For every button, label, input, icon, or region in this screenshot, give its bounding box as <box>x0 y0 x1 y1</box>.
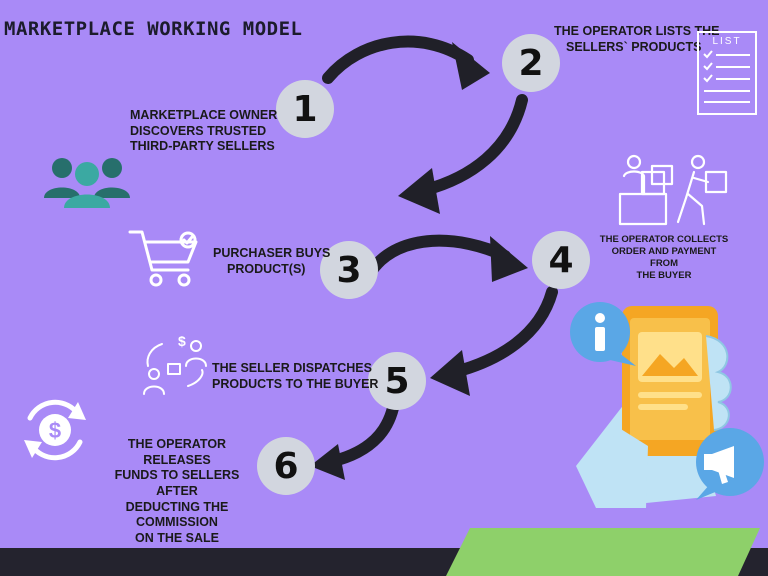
arrowhead-5 <box>310 444 345 480</box>
delivery-workers-icon <box>618 154 728 226</box>
step-3-line: product(s) <box>227 261 306 276</box>
step-6-number: 6 <box>257 437 315 495</box>
arrowhead-4 <box>430 350 470 396</box>
step-6-text: The operator releases funds to sellers a… <box>98 437 256 546</box>
step-3-number: 3 <box>320 241 378 299</box>
arrow-3-to-4 <box>366 234 511 276</box>
dollar-cycle-icon: $ <box>24 399 86 461</box>
diagram-title: MARKETPLACE WORKING MODEL <box>4 18 303 40</box>
step-6-line: on the sale <box>134 530 220 545</box>
step-2-text: The operator lists the sellers` products <box>554 24 720 55</box>
info-bubble-icon <box>570 302 636 366</box>
step-4-number: 4 <box>532 231 590 289</box>
step-4-line: the buyer <box>636 269 692 281</box>
step-6-line: deducting the commission <box>125 499 229 530</box>
step-2-number: 2 <box>502 34 560 92</box>
arrowhead-2 <box>398 168 440 214</box>
step-5-text: The seller dispatches products to the bu… <box>212 361 378 392</box>
step-1-line: Marketplace owner <box>130 108 278 122</box>
step-2-line: sellers` products <box>566 39 702 54</box>
step-4-line: The operator collects <box>599 234 729 245</box>
arrow-4-to-5 <box>449 286 558 378</box>
step-1-line: third-party sellers <box>130 139 275 154</box>
step-3-line: Purchaser buys <box>213 246 331 260</box>
step-4-text: The operator collects order and payment … <box>599 234 729 282</box>
phone-hand-icon <box>576 306 732 508</box>
step-5-line: products to the buyer <box>212 376 379 391</box>
users-group-icon <box>44 158 130 208</box>
step-6-line: funds to sellers after <box>114 468 240 498</box>
arrowhead-3 <box>490 236 528 282</box>
megaphone-bubble-icon <box>696 428 764 500</box>
step-3-text: Purchaser buys product(s) <box>213 246 330 277</box>
seller-exchange-icon: $ <box>143 333 207 395</box>
step-5-number: 5 <box>368 352 426 410</box>
svg-text:$: $ <box>178 333 186 349</box>
step-1-text: Marketplace owner discovers trusted thir… <box>130 108 277 155</box>
step-2-line: The operator lists the <box>554 24 720 38</box>
arrowhead-1 <box>452 42 490 90</box>
list-clipboard-shape <box>697 31 757 115</box>
arrow-1-to-2 <box>322 35 474 84</box>
step-5-line: The seller dispatches <box>212 361 372 375</box>
svg-text:$: $ <box>49 418 61 443</box>
step-6-line: The operator releases <box>127 437 227 467</box>
step-1-line: discovers trusted <box>130 123 267 138</box>
list-clipboard-icon: LIST <box>696 30 758 116</box>
step-1-number: 1 <box>276 80 334 138</box>
list-label: LIST <box>712 36 742 47</box>
arrow-2-to-3 <box>419 94 528 196</box>
shopping-cart-icon <box>128 230 198 287</box>
step-4-line: order and payment from <box>611 245 717 269</box>
